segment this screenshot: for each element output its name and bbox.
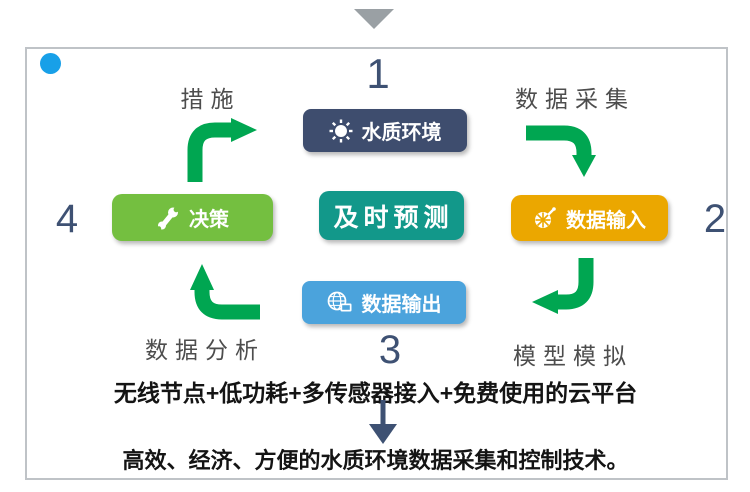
globe-monitor-icon [327, 291, 353, 315]
curved-arrow-down-left-icon [532, 258, 594, 314]
edge-label-data-analysis: 数据分析 [145, 338, 265, 364]
down-triangle-icon [354, 9, 394, 29]
step-number-4: 4 [55, 197, 79, 241]
node-label: 数据输入 [566, 209, 646, 232]
node-timely-prediction: 及时预测 [319, 191, 464, 240]
satellite-icon [533, 206, 557, 230]
edge-label-model-simulation: 模型模拟 [513, 344, 633, 370]
curved-arrow-right-down-icon [526, 125, 596, 177]
step-number-3: 3 [378, 328, 402, 372]
node-data-input: 数据输入 [511, 195, 668, 241]
step-number-2: 2 [703, 197, 727, 241]
node-label: 决策 [189, 209, 229, 231]
edge-label-measures: 措施 [180, 87, 241, 113]
curved-arrow-up-right-icon [187, 118, 257, 182]
node-water-quality-environment: 水质环境 [303, 109, 467, 152]
wrench-icon [156, 206, 180, 230]
summary-line: 无线节点+低功耗+多传感器接入+免费使用的云平台 [113, 380, 638, 406]
sun-icon [329, 119, 353, 143]
node-decision: 决策 [112, 194, 273, 241]
curved-arrow-left-up-icon [190, 264, 260, 320]
node-label: 数据输出 [361, 294, 442, 316]
accent-dot [40, 53, 61, 74]
edge-label-data-collection: 数据采集 [515, 87, 635, 113]
node-label: 及时预测 [333, 203, 454, 232]
node-data-output: 数据输出 [302, 281, 466, 324]
node-label: 水质环境 [361, 122, 442, 144]
down-arrow-icon [369, 400, 397, 444]
step-number-1: 1 [366, 50, 390, 97]
conclusion-line: 高效、经济、方便的水质环境数据采集和控制技术。 [122, 448, 629, 473]
